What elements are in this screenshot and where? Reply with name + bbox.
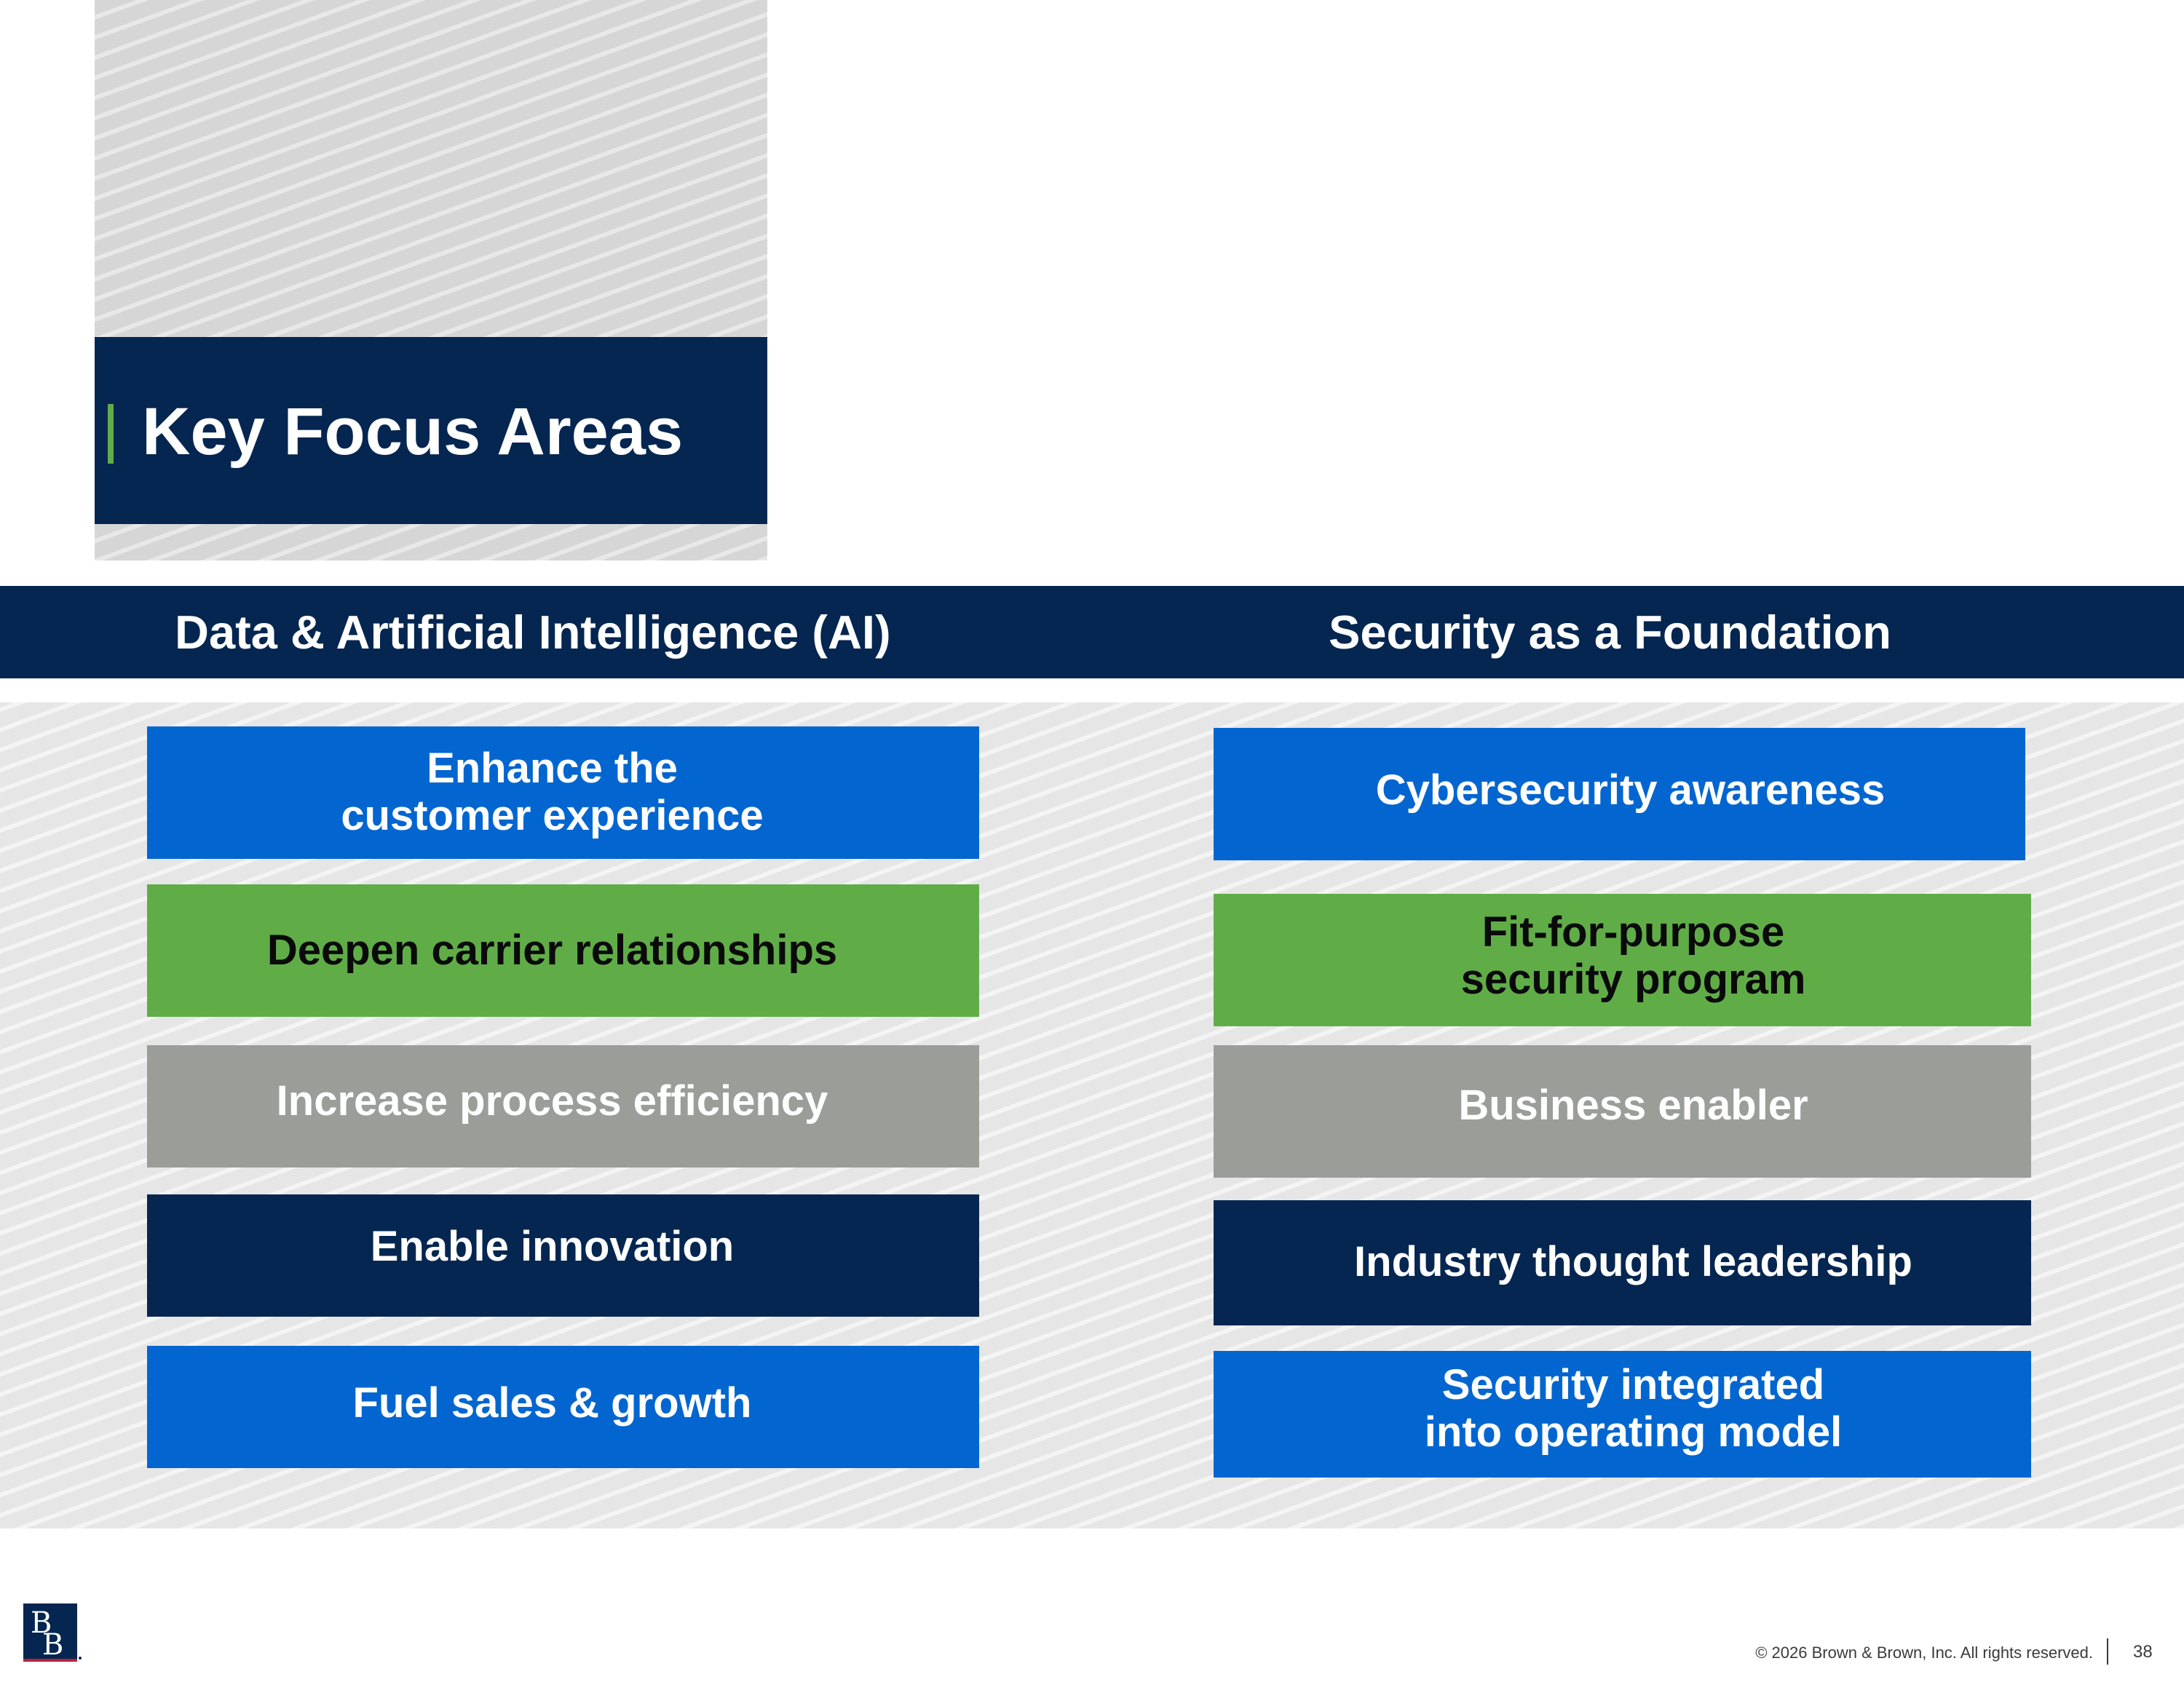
footer-copyright: © 2026 Brown & Brown, Inc. All rights re… [1755,1644,2093,1662]
column-heading-security: Security as a Foundation [1329,606,1891,659]
card-label: Deepen carrier relationships [266,926,838,974]
slide-title: Key Focus Areas [142,395,684,469]
card-label: Security integrated into operating model [1424,1361,1843,1456]
svg-text:B: B [42,1628,63,1659]
footer-divider [2107,1638,2108,1665]
focus-card-increase-process-efficiency: Increase process efficiency [147,1045,998,1167]
title-accent-bar [108,404,114,464]
focus-card-deepen-carrier-relationships: Deepen carrier relationships [147,884,998,1017]
focus-card-business-enabler: Business enabler [1184,1045,2031,1178]
focus-card-security-integrated: Security integrated into operating model [1184,1351,2031,1478]
focus-card-fuel-sales-growth: Fuel sales & growth [147,1346,998,1468]
card-label: Enable innovation [370,1222,735,1270]
focus-card-industry-thought-leadership: Industry thought leadership [1184,1200,2031,1325]
card-label: Industry thought leadership [1354,1238,1912,1286]
column-heading-band: Data & Artificial Intelligence (AI) Secu… [0,586,2184,678]
focus-card-fit-for-purpose-security: Fit-for-purpose security program [1184,894,2031,1026]
logo-trademark-dot [79,1657,82,1660]
card-label: Increase process efficiency [276,1077,828,1125]
card-label: Fuel sales & growth [352,1379,752,1427]
card-label: Cybersecurity awareness [1375,766,1886,814]
card-label: Business enabler [1458,1081,1808,1129]
brown-brown-logo: B B [23,1603,77,1662]
svg-text:B: B [31,1606,52,1640]
page-number: 38 [2133,1642,2153,1662]
focus-card-enhance-customer-experience: Enhance the customer experience [147,726,998,859]
title-box: Key Focus Areas [95,337,767,524]
card-label: Enhance the customer experience [341,745,764,839]
card-label: Fit-for-purpose security program [1460,908,1806,1003]
focus-card-cybersecurity-awareness: Cybersecurity awareness [1184,728,2025,860]
column-heading-data-ai: Data & Artificial Intelligence (AI) [175,606,891,659]
focus-card-enable-innovation: Enable innovation [147,1194,998,1317]
